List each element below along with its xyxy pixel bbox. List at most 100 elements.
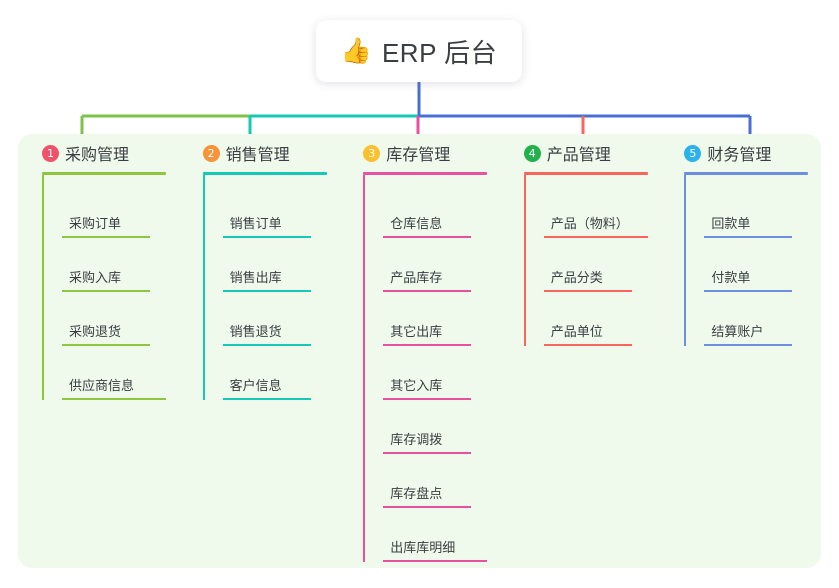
list-item-label: 其它出库 bbox=[390, 324, 443, 339]
branch-column-2: 2 销售管理销售订单销售出库销售退货客户信息 bbox=[179, 134, 340, 568]
list-item-rule bbox=[383, 560, 488, 562]
list-item-label: 其它入库 bbox=[390, 378, 443, 393]
list-item-label: 产品分类 bbox=[550, 270, 603, 285]
list-item[interactable]: 付款单 bbox=[704, 238, 821, 292]
list-item-rule bbox=[383, 290, 472, 292]
list-item[interactable]: 产品（物料） bbox=[543, 184, 661, 238]
list-item[interactable]: 采购退货 bbox=[62, 292, 179, 346]
branch-spine-2 bbox=[202, 175, 205, 400]
branch-spine-3 bbox=[363, 175, 366, 562]
list-item-rule bbox=[543, 344, 632, 346]
list-item-label: 采购入库 bbox=[69, 270, 122, 285]
list-item-rule bbox=[222, 344, 311, 346]
branch-panel-background bbox=[18, 134, 821, 568]
branch-items-2: 销售订单销售出库销售退货客户信息 bbox=[201, 175, 340, 400]
branch-rule-1 bbox=[42, 172, 166, 175]
branch-header-1[interactable]: 1 采购管理 bbox=[40, 134, 179, 172]
branch-rule-3 bbox=[363, 172, 488, 175]
list-item[interactable]: 产品单位 bbox=[543, 292, 661, 346]
branch-header-5[interactable]: 5 财务管理 bbox=[682, 134, 821, 172]
branch-title-5: 财务管理 bbox=[707, 147, 772, 164]
branch-items-5: 回款单付款单结算账户 bbox=[682, 175, 821, 346]
branch-title-1: 采购管理 bbox=[65, 147, 130, 164]
list-item[interactable]: 结算账户 bbox=[704, 292, 821, 346]
list-item-rule bbox=[62, 398, 166, 400]
list-item-rule bbox=[383, 344, 472, 346]
list-item-rule bbox=[704, 290, 793, 292]
branch-items-3: 仓库信息产品库存其它出库其它入库库存调拨库存盘点出库库明细 bbox=[361, 175, 500, 562]
list-item-label: 供应商信息 bbox=[69, 378, 135, 393]
list-item[interactable]: 其它入库 bbox=[383, 346, 500, 400]
list-item[interactable]: 客户信息 bbox=[222, 346, 340, 400]
branch-rule-5 bbox=[684, 172, 809, 175]
list-item[interactable]: 仓库信息 bbox=[383, 184, 500, 238]
branch-items-4: 产品（物料） 产品分类产品单位 bbox=[522, 175, 661, 346]
list-item-rule bbox=[383, 398, 472, 400]
list-item[interactable]: 供应商信息 bbox=[62, 346, 179, 400]
list-item[interactable]: 销售订单 bbox=[222, 184, 340, 238]
list-item[interactable]: 产品库存 bbox=[383, 238, 500, 292]
list-item-label: 仓库信息 bbox=[390, 216, 443, 231]
list-item-rule bbox=[222, 236, 311, 238]
branch-column-4: 4 产品管理产品（物料） 产品分类产品单位 bbox=[500, 134, 661, 568]
branch-badge-2: 2 bbox=[202, 144, 220, 162]
list-item-label: 库存调拨 bbox=[390, 432, 443, 447]
list-item[interactable]: 产品分类 bbox=[543, 238, 661, 292]
branch-column-3: 3 库存管理仓库信息产品库存其它出库其它入库库存调拨库存盘点出库库明细 bbox=[339, 134, 500, 568]
list-item[interactable]: 销售出库 bbox=[222, 238, 340, 292]
list-item-rule bbox=[383, 452, 472, 454]
list-item[interactable]: 其它出库 bbox=[383, 292, 500, 346]
list-item-rule bbox=[222, 290, 311, 292]
thumbs-up-icon: 👍 bbox=[340, 36, 372, 65]
list-item-rule bbox=[704, 236, 793, 238]
list-item[interactable]: 采购订单 bbox=[62, 184, 179, 238]
branch-header-4[interactable]: 4 产品管理 bbox=[522, 134, 661, 172]
branch-badge-3: 3 bbox=[363, 144, 381, 162]
list-item-label: 采购退货 bbox=[69, 324, 122, 339]
list-item-label: 库存盘点 bbox=[390, 486, 443, 501]
list-item-rule bbox=[543, 236, 648, 238]
branch-rule-2 bbox=[202, 172, 327, 175]
list-item-rule bbox=[222, 398, 311, 400]
list-item-rule bbox=[62, 290, 150, 292]
list-item-label: 销售出库 bbox=[229, 270, 282, 285]
list-item-label: 产品（物料） bbox=[550, 216, 629, 231]
list-item[interactable]: 出库库明细 bbox=[383, 508, 500, 562]
list-item-label: 出库库明细 bbox=[390, 540, 456, 555]
list-item-label: 产品单位 bbox=[550, 324, 603, 339]
root-node-card[interactable]: 👍 ERP 后台 bbox=[316, 20, 522, 82]
list-item-rule bbox=[543, 290, 632, 292]
list-item[interactable]: 销售退货 bbox=[222, 292, 340, 346]
branch-title-2: 销售管理 bbox=[225, 147, 290, 164]
root-node-title: ERP 后台 bbox=[381, 37, 498, 68]
list-item-rule bbox=[383, 506, 472, 508]
list-item-label: 产品库存 bbox=[390, 270, 443, 285]
list-item-label: 客户信息 bbox=[229, 378, 282, 393]
list-item-label: 销售订单 bbox=[229, 216, 282, 231]
branch-items-1: 采购订单采购入库采购退货供应商信息 bbox=[40, 175, 179, 400]
list-item[interactable]: 采购入库 bbox=[62, 238, 179, 292]
branch-header-3[interactable]: 3 库存管理 bbox=[361, 134, 500, 172]
branch-spine-4 bbox=[523, 175, 526, 346]
list-item-label: 付款单 bbox=[711, 270, 751, 285]
list-item[interactable]: 库存调拨 bbox=[383, 400, 500, 454]
branch-rule-4 bbox=[523, 172, 648, 175]
list-item-label: 回款单 bbox=[711, 216, 751, 231]
branch-columns: 1 采购管理采购订单采购入库采购退货供应商信息 2 销售管理销售订单销售出库销售退货客… bbox=[18, 134, 821, 568]
branch-spine-5 bbox=[684, 175, 687, 346]
list-item-rule bbox=[62, 236, 150, 238]
branch-column-1: 1 采购管理采购订单采购入库采购退货供应商信息 bbox=[18, 134, 179, 568]
branch-title-3: 库存管理 bbox=[386, 147, 451, 164]
list-item-rule bbox=[704, 344, 793, 346]
list-item-label: 结算账户 bbox=[711, 324, 764, 339]
branch-spine-1 bbox=[42, 175, 44, 400]
list-item-label: 销售退货 bbox=[229, 324, 282, 339]
branch-badge-4: 4 bbox=[523, 144, 541, 162]
list-item[interactable]: 回款单 bbox=[704, 184, 821, 238]
list-item-rule bbox=[383, 236, 472, 238]
branch-badge-5: 5 bbox=[684, 144, 702, 162]
list-item[interactable]: 库存盘点 bbox=[383, 454, 500, 508]
branch-badge-1: 1 bbox=[42, 144, 59, 162]
branch-header-2[interactable]: 2 销售管理 bbox=[201, 134, 340, 172]
branch-title-4: 产品管理 bbox=[546, 147, 611, 164]
